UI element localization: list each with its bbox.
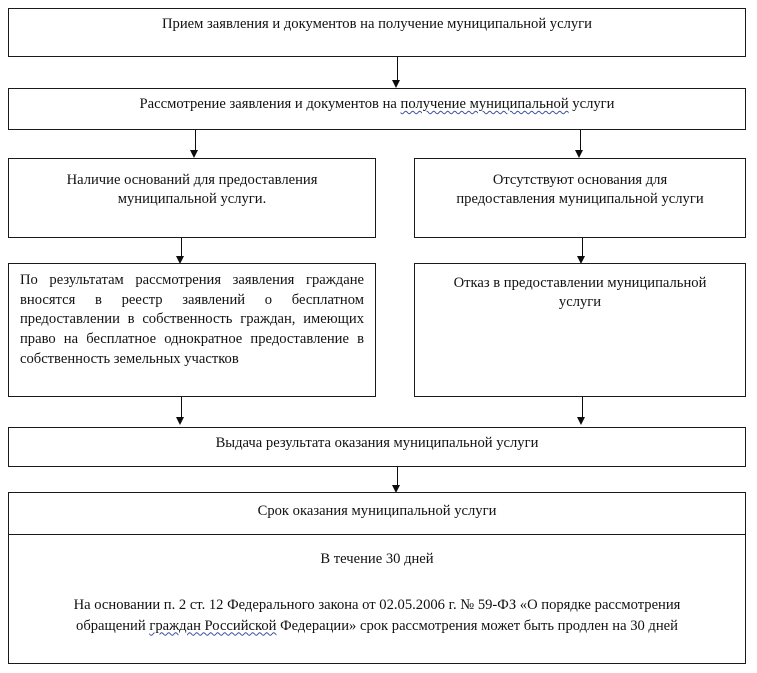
node-term-note-underlined: граждан Российской bbox=[149, 617, 277, 634]
node-registry-entry: По результатам рассмотрения заявления гр… bbox=[8, 263, 376, 397]
node-registry-entry-label: По результатам рассмотрения заявления гр… bbox=[20, 272, 364, 367]
node-term-note-part3: Федерации» срок рассмотрения может быть … bbox=[276, 617, 678, 634]
node-refusal: Отказ в предоставлении муниципальной усл… bbox=[414, 263, 746, 397]
node-result-issue-label: Выдача результата оказания муниципальной… bbox=[215, 435, 539, 451]
node-grounds-present-label: Наличие оснований для предоставления мун… bbox=[66, 172, 318, 207]
node-refusal-label: Отказ в предоставлении муниципальной усл… bbox=[453, 275, 707, 310]
node-term-note-label: На основании п. 2 ст. 12 Федерального за… bbox=[9, 573, 745, 640]
node-intake-label: Прием заявления и документов на получени… bbox=[162, 16, 592, 32]
node-intake: Прием заявления и документов на получени… bbox=[8, 8, 746, 57]
term-block-divider bbox=[9, 534, 745, 535]
node-review: Рассмотрение заявления и документов на п… bbox=[8, 88, 746, 130]
node-term-note-part1: На основании п. 2 ст. 12 Федерального за… bbox=[73, 596, 681, 634]
node-review-label-part1: Рассмотрение заявления и документов на bbox=[139, 96, 401, 112]
node-review-label: Рассмотрение заявления и документов на п… bbox=[9, 89, 745, 118]
node-term-block: Срок оказания муниципальной услуги В теч… bbox=[8, 492, 746, 664]
node-grounds-present: Наличие оснований для предоставления мун… bbox=[8, 158, 376, 238]
node-grounds-absent-label: Отсутствуют основания для предоставления… bbox=[456, 172, 704, 207]
node-grounds-absent: Отсутствуют основания для предоставления… bbox=[414, 158, 746, 238]
node-result-issue: Выдача результата оказания муниципальной… bbox=[8, 427, 746, 467]
node-review-label-underlined: получение муниципальной bbox=[400, 96, 569, 112]
node-term-header-label: Срок оказания муниципальной услуги bbox=[257, 503, 497, 519]
node-review-label-part3: услуги bbox=[568, 96, 615, 112]
node-term-value-label: В течение 30 дней bbox=[320, 551, 434, 567]
